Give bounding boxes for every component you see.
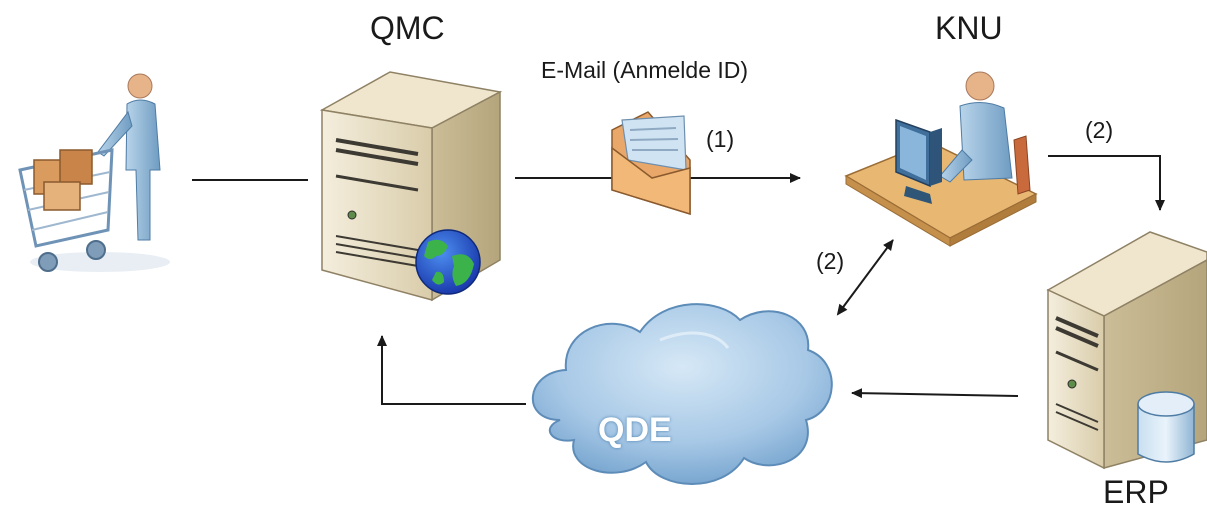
- step-1-label: (1): [706, 126, 735, 152]
- cloud-icon: [532, 303, 833, 485]
- step-2-qde-label: (2): [816, 248, 845, 274]
- user-workstation-icon: [844, 71, 1038, 247]
- qde-label: QDE: [598, 411, 672, 449]
- connectors: [192, 155, 1165, 405]
- qmc-label: QMC: [370, 10, 445, 46]
- knu-erp-arrow: [1048, 155, 1165, 211]
- knu-qde-double-arrow: [836, 239, 894, 316]
- shopping-cart-person-icon: [18, 73, 170, 272]
- email-envelope-icon: [611, 111, 691, 216]
- knu-label: KNU: [935, 10, 1003, 46]
- email-edge-label: E-Mail (Anmelde ID): [541, 57, 749, 83]
- database-cylinder-icon: [1137, 391, 1195, 463]
- step-2-erp-label: (2): [1085, 117, 1114, 143]
- qde-qmc-arrow: [377, 335, 526, 405]
- database-server-icon: [1046, 231, 1207, 470]
- erp-label: ERP: [1103, 474, 1169, 510]
- erp-qde-arrow: [851, 388, 1019, 399]
- web-server-icon: [319, 71, 503, 302]
